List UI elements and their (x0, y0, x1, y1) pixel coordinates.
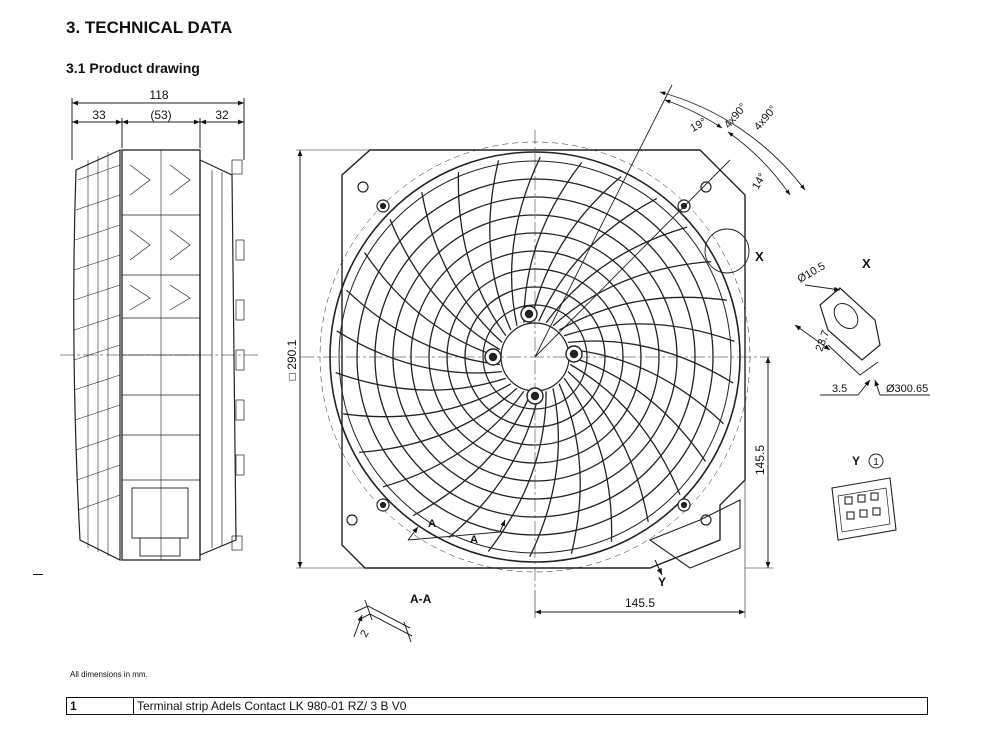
guard-spoke (421, 191, 503, 343)
guard-spoke (457, 172, 507, 337)
subsection-title: 3.1 Product drawing (66, 60, 200, 76)
guard-spokes (335, 156, 735, 558)
detail-x-title: X (862, 256, 871, 271)
guard-spoke (359, 387, 518, 454)
guard-spoke (448, 392, 540, 538)
angle-4x90-inner: 4x90° (722, 101, 749, 130)
dim-half-h: 145.5 (625, 596, 655, 610)
detail-y-drawing (831, 477, 897, 541)
guard-spoke (567, 340, 734, 384)
guard-spoke (336, 330, 503, 374)
detail-x-drawing (794, 284, 930, 396)
angle-19: 19° (688, 116, 708, 135)
label-x-front: X (755, 249, 764, 264)
label-a-right: A (470, 534, 478, 546)
margin-mark (33, 574, 43, 575)
guard-spoke (510, 156, 541, 326)
guard-spoke (563, 377, 613, 542)
dim-half-v: 145.5 (753, 445, 767, 475)
label-y-front: Y (658, 575, 666, 589)
section-title: 3. TECHNICAL DATA (66, 18, 233, 37)
detail-y-ref: 1 (873, 457, 879, 468)
guard-spoke (570, 348, 724, 425)
section-aa-dim: 2 (358, 628, 371, 639)
hub-screws (484, 305, 583, 405)
guard-spoke (569, 363, 681, 495)
section-aa-title: A-A (410, 592, 432, 606)
guard-spoke (343, 383, 512, 418)
angle-4x90-outer: 4x90° (752, 103, 779, 132)
legend-table: 1 Terminal strip Adels Contact LK 980-01… (66, 697, 928, 715)
guard-spoke (545, 226, 688, 324)
guard-spoke (570, 356, 707, 462)
detail-x-dia-circle: Ø300.65 (886, 383, 928, 395)
dim-left: 33 (92, 108, 106, 122)
front-view (300, 130, 770, 590)
detail-y-title: Y (852, 454, 860, 468)
detail-x-dim-offset: 3.5 (832, 383, 847, 395)
guard-spoke (529, 388, 560, 558)
section-aa-drawing (353, 599, 413, 643)
guard-spoke (538, 197, 658, 322)
dim-square: □ 290.1 (285, 339, 299, 380)
guard-spoke (563, 323, 735, 343)
guard-spoke (335, 371, 507, 391)
guard-spoke (346, 289, 500, 366)
guard-spoke (567, 371, 649, 523)
guard-spoke (489, 160, 512, 331)
legend-number: 1 (67, 698, 134, 714)
guard-spoke (558, 296, 727, 331)
guard-spoke (487, 391, 547, 552)
guard-spoke (523, 162, 583, 323)
guard-spoke (530, 176, 622, 322)
guard-spoke (389, 219, 501, 351)
label-a-left: A (428, 518, 436, 530)
guard-spoke (552, 260, 711, 327)
legend-text: Terminal strip Adels Contact LK 980-01 R… (137, 699, 407, 713)
angle-14: 14° (750, 171, 769, 191)
guard-spoke (382, 390, 525, 488)
detail-x-dia-hole: Ø10.5 (796, 260, 828, 285)
footnote: All dimensions in mm. (70, 670, 148, 679)
dim-mid: (53) (150, 108, 171, 122)
guard-spoke (558, 383, 581, 554)
dim-right: 32 (215, 108, 229, 122)
guard-spoke (412, 392, 532, 517)
guard-spoke (363, 252, 500, 358)
dim-total: 118 (149, 88, 168, 102)
side-view (60, 98, 260, 561)
